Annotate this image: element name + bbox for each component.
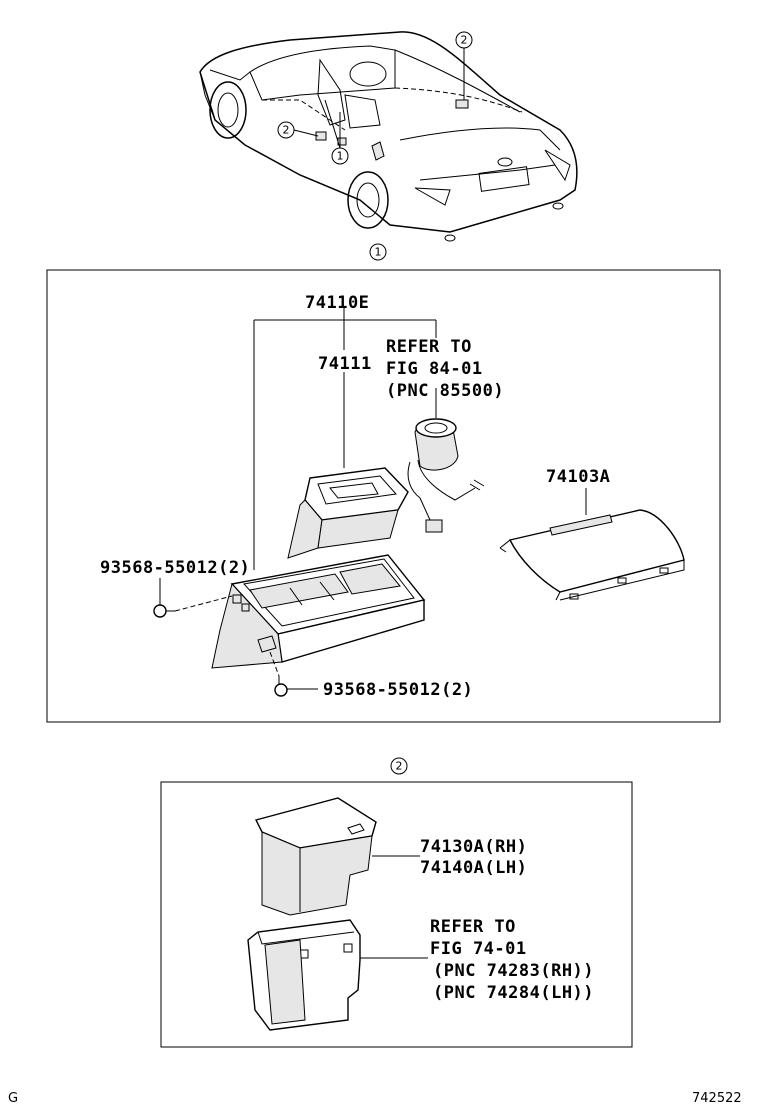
refer2-line-1: REFER TO (430, 917, 516, 937)
svg-text:2: 2 (283, 124, 290, 137)
screw-bottom-drawing (269, 651, 318, 697)
label-screw-bottom: 93568-55012(2) (323, 680, 473, 700)
part-74110E-drawing (211, 554, 426, 669)
footer-code: G (8, 1091, 18, 1106)
refer2-line-4: (PNC 74284(LH)) (433, 983, 594, 1003)
lighter-socket-drawing (407, 388, 485, 533)
svg-text:2: 2 (461, 34, 468, 47)
car-illustration (199, 31, 578, 242)
label-74130A-rh: 74130A(RH) (420, 837, 527, 857)
label-74111: 74111 (318, 354, 372, 374)
refer-bin-drawing (247, 919, 428, 1031)
refer2-line-2: FIG 74-01 (430, 939, 527, 959)
svg-text:1: 1 (337, 150, 344, 163)
refer-line-1: REFER TO (386, 337, 472, 357)
callout-section-2: 2 (390, 757, 408, 775)
part-74130A-drawing (254, 797, 420, 916)
part-74111-drawing (287, 467, 409, 559)
refer-line-2: FIG 84-01 (386, 359, 483, 379)
screw-left-drawing (153, 578, 233, 618)
callout-car-top-2: 2 (455, 31, 473, 49)
section-2-frame (160, 781, 633, 1048)
svg-text:1: 1 (375, 246, 382, 259)
label-screw-left: 93568-55012(2) (100, 558, 250, 578)
callout-section-1: 1 (369, 243, 387, 261)
refer2-line-3: (PNC 74283(RH)) (433, 961, 594, 981)
callout-car-left-1: 1 (331, 147, 349, 165)
label-74103A: 74103A (546, 467, 610, 487)
callout-car-left-2: 2 (277, 121, 295, 139)
svg-text:2: 2 (396, 760, 403, 773)
label-74140A-lh: 74140A(LH) (420, 858, 527, 878)
label-74110E: 74110E (305, 293, 369, 313)
part-74103A-drawing (499, 488, 685, 601)
section-1-frame (46, 269, 721, 723)
figure-number: 742522 (692, 1091, 742, 1106)
refer-line-3: (PNC 85500) (386, 381, 504, 401)
